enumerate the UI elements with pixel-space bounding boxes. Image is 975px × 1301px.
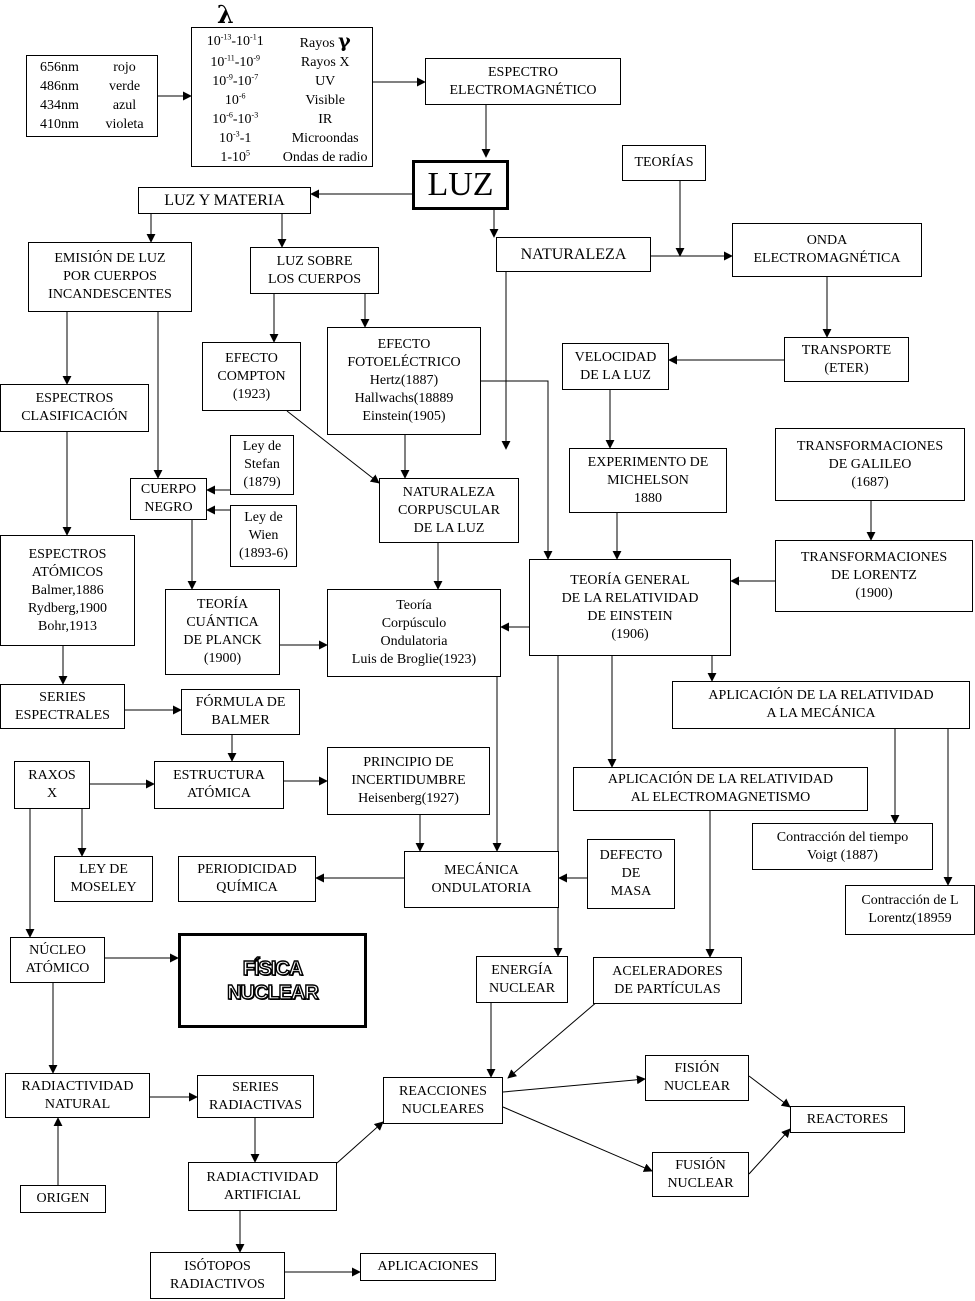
- node-nucleo-atomico: NÚCLEO ATÓMICO: [10, 937, 105, 983]
- node-aplicaciones: APLICACIONES: [360, 1253, 496, 1281]
- spectrum-row: 10-11-10-9 Rayos X: [210, 53, 350, 70]
- node-efecto-fotoelectrico: EFECTO FOTOELÉCTRICO Hertz(1887) Hallwac…: [327, 327, 481, 435]
- node-transformaciones-lorentz: TRANSFORMACIONES DE LORENTZ (1900): [775, 540, 973, 612]
- node-radiactividad-natural: RADIACTIVIDAD NATURAL: [5, 1073, 150, 1118]
- node-aplicacion-relatividad-mecanica: APLICACIÓN DE LA RELATIVIDAD A LA MECÁNI…: [672, 681, 970, 729]
- node-formula-de-balmer: FÓRMULA DE BALMER: [181, 689, 300, 735]
- lambda-symbol: λ: [217, 0, 234, 29]
- node-fisica-nuclear: FÍSICA NUCLEAR: [178, 933, 367, 1028]
- node-reactores: REACTORES: [790, 1106, 905, 1133]
- edge-fision-to-reactores: [748, 1075, 791, 1108]
- spectrum-row: 10-6-10-3 IR: [212, 110, 333, 127]
- node-energia-nuclear: ENERGÍA NUCLEAR: [476, 956, 568, 1003]
- node-espectro: ESPECTRO ELECTROMAGNÉTICO: [425, 58, 621, 105]
- edge-aceleradores-to-reacciones: [507, 1000, 599, 1079]
- spectrum-row: 10-6 Visible: [224, 91, 345, 108]
- spectrum-range-table: 10-13-10-11 Rayos γ 10-11-10-9 Rayos X 1…: [191, 27, 373, 167]
- node-ley-de-wien: Ley de Wien (1893-6): [230, 505, 297, 567]
- node-ley-de-stefan: Ley de Stefan (1879): [230, 435, 294, 495]
- node-teoria-general-relatividad: TEORÍA GENERAL DE LA RELATIVIDAD DE EINS…: [529, 559, 731, 656]
- node-ley-de-moseley: LEY DE MOSELEY: [54, 856, 153, 902]
- node-contraccion-lorentz: Contracción de L Lorentz(18959: [845, 885, 975, 935]
- node-experimento-michelson: EXPERIMENTO DE MICHELSON 1880: [569, 448, 727, 513]
- node-radiactividad-artificial: RADIACTIVIDAD ARTIFICIAL: [188, 1162, 337, 1211]
- node-luz: LUZ: [412, 160, 509, 210]
- node-transporte: TRANSPORTE (ETER): [784, 337, 909, 382]
- edge-reacciones-to-fision: [502, 1075, 646, 1093]
- node-defecto-de-masa: DEFECTO DE MASA: [587, 839, 675, 909]
- node-series-espectrales: SERIES ESPECTRALES: [0, 684, 125, 729]
- node-naturaleza: NATURALEZA: [496, 237, 651, 272]
- node-aplicacion-relatividad-electromagnetismo: APLICACIÓN DE LA RELATIVIDAD AL ELECTROM…: [573, 767, 868, 811]
- node-origen: ORIGEN: [20, 1185, 106, 1213]
- node-velocidad-de-la-luz: VELOCIDAD DE LA LUZ: [562, 343, 669, 390]
- spectrum-row: 10-3-1 Microondas: [219, 129, 359, 146]
- node-transformaciones-galileo: TRANSFORMACIONES DE GALILEO (1687): [775, 428, 965, 501]
- edge-fusion-to-reactores: [748, 1128, 791, 1175]
- node-teorias: TEORÍAS: [622, 145, 706, 181]
- node-fision-nuclear: FISIÓN NUCLEAR: [645, 1055, 749, 1101]
- edge-compton-to-corpuscular: [286, 410, 380, 484]
- edge-foto-to-general: [481, 380, 553, 560]
- spectrum-row: 1-105 Ondas de radio: [220, 148, 368, 165]
- node-luz-sobre-cuerpos: LUZ SOBRE LOS CUERPOS: [250, 247, 379, 294]
- node-cuerpo-negro: CUERPO NEGRO: [130, 478, 207, 520]
- node-onda-electromagnetica: ONDA ELECTROMAGNÉTICA: [732, 223, 922, 277]
- node-emision-de-luz: EMISIÓN DE LUZ POR CUERPOS INCANDESCENTE…: [28, 242, 192, 312]
- node-teoria-corpusculo-ondulatoria: Teoría Corpúsculo Ondulatoria Luis de Br…: [327, 589, 501, 677]
- node-efecto-compton: EFECTO COMPTON (1923): [202, 342, 301, 411]
- edge-radart-to-reacciones: [336, 1121, 384, 1164]
- node-isotopos-radiactivos: ISÓTOPOS RADIACTIVOS: [150, 1252, 285, 1299]
- node-fusion-nuclear: FUSIÓN NUCLEAR: [652, 1152, 749, 1197]
- node-contraccion-tiempo: Contracción del tiempo Voigt (1887): [752, 823, 933, 870]
- node-espectros-clasificacion: ESPECTROS CLASIFICACIÓN: [0, 384, 149, 432]
- node-rayos-x: RAXOS X: [14, 761, 90, 809]
- gamma-symbol: γ: [338, 30, 351, 52]
- spectrum-row: 10-13-10-11 Rayos γ: [206, 30, 351, 52]
- node-periodicidad-quimica: PERIODICIDAD QUÍMICA: [178, 856, 316, 902]
- node-series-radiactivas: SERIES RADIACTIVAS: [197, 1075, 314, 1118]
- node-aceleradores-particulas: ACELERADORES DE PARTÍCULAS: [593, 957, 742, 1004]
- node-espectros-atomicos: ESPECTROS ATÓMICOS Balmer,1886 Rydberg,1…: [0, 535, 135, 646]
- edge-reacciones-to-fusion: [502, 1106, 653, 1172]
- node-reacciones-nucleares: REACCIONES NUCLEARES: [383, 1077, 503, 1124]
- node-principio-incertidumbre: PRINCIPIO DE INCERTIDUMBRE Heisenberg(19…: [327, 747, 490, 815]
- spectrum-row: 10-9-10-7 UV: [212, 72, 336, 89]
- node-luz-y-materia: LUZ Y MATERIA: [138, 187, 311, 214]
- node-estructura-atomica: ESTRUCTURA ATÓMICA: [154, 761, 284, 809]
- node-teoria-cuantica-planck: TEORÍA CUÁNTICA DE PLANCK (1900): [165, 589, 280, 675]
- node-naturaleza-corpuscular: NATURALEZA CORPUSCULAR DE LA LUZ: [379, 478, 519, 543]
- node-mecanica-ondulatoria: MECÁNICA ONDULATORIA: [404, 851, 559, 908]
